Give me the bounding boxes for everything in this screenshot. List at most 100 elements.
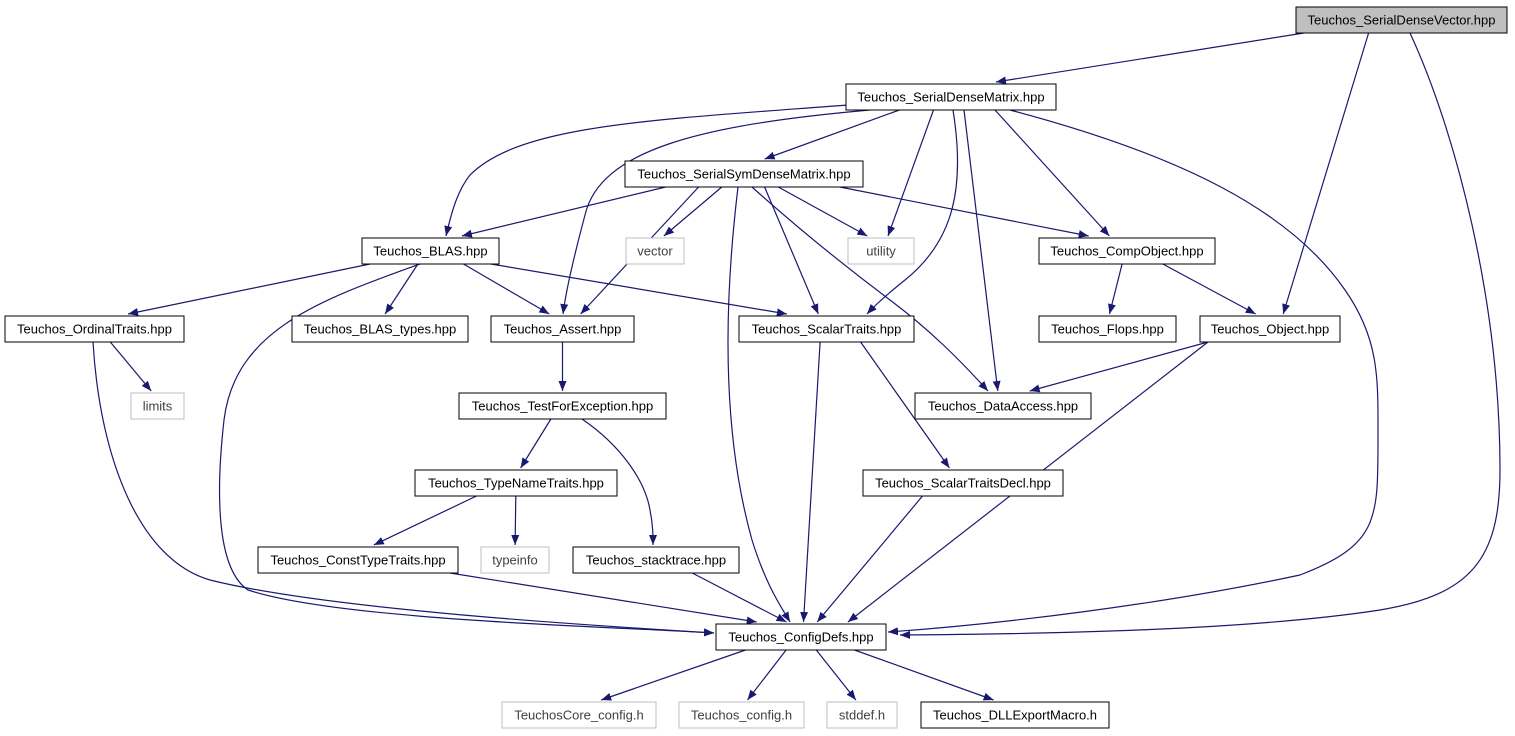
edge-blas-to-assert <box>463 263 550 315</box>
node-box <box>624 160 864 188</box>
edge-serialdensevector-to-serialdensematrix <box>995 32 1305 85</box>
node-compobject[interactable]: Teuchos_CompObject.hpp <box>1038 237 1216 265</box>
edge-blas-to-configdefs <box>218 263 715 637</box>
node-object[interactable]: Teuchos_Object.hpp <box>1199 315 1341 343</box>
edge-serialsymdensematrix-to-vector <box>663 186 723 237</box>
edges-layer <box>92 32 1501 701</box>
node-dataaccess[interactable]: Teuchos_DataAccess.hpp <box>914 392 1092 420</box>
edge-scalartraitsdecl-to-configdefs <box>816 495 923 623</box>
node-label: Teuchos_DLLExportMacro.h <box>933 708 1097 723</box>
node-box <box>1038 315 1177 343</box>
node-box <box>4 315 185 343</box>
node-box <box>458 392 667 420</box>
edge-serialsymdensematrix-to-compobject <box>839 186 1089 238</box>
node-vector: vector <box>625 237 685 265</box>
node-ordinaltraits[interactable]: Teuchos_OrdinalTraits.hpp <box>4 315 185 343</box>
edge-stacktrace-to-configdefs <box>692 572 787 623</box>
node-consttypetraits[interactable]: Teuchos_ConstTypeTraits.hpp <box>257 546 459 574</box>
node-box <box>1199 315 1341 343</box>
edge-compobject-to-flops <box>1108 263 1123 315</box>
edge-testforexception-to-typenametraits <box>520 418 552 469</box>
node-box <box>738 315 915 343</box>
node-box <box>480 546 550 574</box>
edge-configdefs-to-teuchoscore_config <box>601 649 746 701</box>
edge-serialdensevector-to-configdefs <box>899 32 1501 639</box>
node-blastypes[interactable]: Teuchos_BLAS_types.hpp <box>291 315 469 343</box>
edge-serialsymdensematrix-to-scalartraits <box>764 186 819 315</box>
node-label: Teuchos_ConfigDefs.hpp <box>728 630 873 645</box>
node-label: Teuchos_BLAS.hpp <box>373 244 487 259</box>
node-label: Teuchos_Assert.hpp <box>504 322 622 337</box>
node-label: Teuchos_OrdinalTraits.hpp <box>17 322 172 337</box>
node-serialdensematrix[interactable]: Teuchos_SerialDenseMatrix.hpp <box>845 83 1057 111</box>
node-box <box>862 469 1064 497</box>
node-label: stddef.h <box>839 708 885 723</box>
node-box <box>1038 237 1216 265</box>
edge-serialdensematrix-to-configdefs <box>887 109 1379 636</box>
node-label: limits <box>143 399 173 414</box>
edge-serialdensematrix-to-scalartraits <box>866 109 959 315</box>
node-box <box>361 237 500 265</box>
node-testforexception[interactable]: Teuchos_TestForException.hpp <box>458 392 667 420</box>
node-label: Teuchos_ScalarTraits.hpp <box>752 322 902 337</box>
node-typeinfo: typeinfo <box>480 546 550 574</box>
edge-blas-to-ordinaltraits <box>127 263 371 316</box>
node-label: Teuchos_stacktrace.hpp <box>586 553 726 568</box>
node-label: utility <box>866 244 896 259</box>
edge-scalartraits-to-scalartraitsdecl <box>860 341 950 469</box>
node-stddef: stddef.h <box>826 701 898 729</box>
node-box <box>845 83 1057 111</box>
node-teuchos_config: Teuchos_config.h <box>678 701 805 729</box>
node-box <box>291 315 469 343</box>
node-box <box>490 315 635 343</box>
node-label: Teuchos_SerialSymDenseMatrix.hpp <box>637 167 850 182</box>
edge-serialsymdensematrix-to-blas <box>461 186 666 238</box>
node-label: Teuchos_TypeNameTraits.hpp <box>428 476 604 491</box>
edge-blas-to-blastypes <box>384 263 419 315</box>
node-box <box>414 469 618 497</box>
edge-serialsymdensematrix-to-dataaccess <box>751 186 989 392</box>
node-scalartraitsdecl[interactable]: Teuchos_ScalarTraitsDecl.hpp <box>862 469 1064 497</box>
node-assert[interactable]: Teuchos_Assert.hpp <box>490 315 635 343</box>
node-box <box>678 701 805 729</box>
node-box <box>257 546 459 574</box>
edge-typenametraits-to-typeinfo <box>511 495 520 546</box>
node-label: Teuchos_config.h <box>691 708 792 723</box>
node-stacktrace[interactable]: Teuchos_stacktrace.hpp <box>572 546 740 574</box>
node-serialsymdensematrix[interactable]: Teuchos_SerialSymDenseMatrix.hpp <box>624 160 864 188</box>
edge-configdefs-to-teuchos_config <box>747 649 787 701</box>
node-blas[interactable]: Teuchos_BLAS.hpp <box>361 237 500 265</box>
edge-consttypetraits-to-configdefs <box>449 572 757 625</box>
node-serialdensevector[interactable]: Teuchos_SerialDenseVector.hpp <box>1295 6 1508 34</box>
node-dllexportmacro[interactable]: Teuchos_DLLExportMacro.h <box>920 701 1110 729</box>
node-label: Teuchos_ConstTypeTraits.hpp <box>270 553 445 568</box>
node-scalartraits[interactable]: Teuchos_ScalarTraits.hpp <box>738 315 915 343</box>
edge-ordinaltraits-to-limits <box>109 341 152 392</box>
node-box <box>1295 6 1508 34</box>
node-box <box>130 392 185 420</box>
node-box <box>501 701 657 729</box>
node-limits: limits <box>130 392 185 420</box>
edge-serialdensevector-to-object <box>1282 32 1370 315</box>
node-box <box>826 701 898 729</box>
edge-serialdensematrix-to-assert <box>560 109 871 315</box>
node-label: Teuchos_BLAS_types.hpp <box>304 322 457 337</box>
node-box <box>920 701 1110 729</box>
node-box <box>847 237 915 265</box>
edge-serialdensematrix-to-compobject <box>994 109 1110 237</box>
node-label: Teuchos_TestForException.hpp <box>472 399 653 414</box>
node-configdefs[interactable]: Teuchos_ConfigDefs.hpp <box>715 623 887 651</box>
node-flops[interactable]: Teuchos_Flops.hpp <box>1038 315 1177 343</box>
node-box <box>914 392 1092 420</box>
edge-typenametraits-to-consttypetraits <box>373 495 477 546</box>
edge-scalartraits-to-configdefs <box>800 341 821 623</box>
node-typenametraits[interactable]: Teuchos_TypeNameTraits.hpp <box>414 469 618 497</box>
node-label: Teuchos_Flops.hpp <box>1051 322 1164 337</box>
node-label: Teuchos_DataAccess.hpp <box>928 399 1078 414</box>
node-label: vector <box>637 244 673 259</box>
edge-serialdensematrix-to-blas <box>444 104 849 237</box>
node-box <box>625 237 685 265</box>
node-label: Teuchos_ScalarTraitsDecl.hpp <box>875 476 1051 491</box>
edge-compobject-to-object <box>1162 263 1256 315</box>
node-label: Teuchos_CompObject.hpp <box>1050 244 1203 259</box>
